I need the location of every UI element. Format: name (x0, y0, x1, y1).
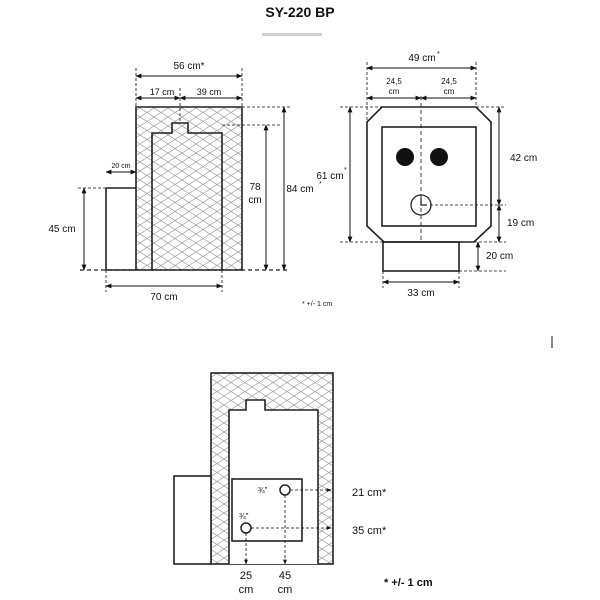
dim-42-label: 42 cm (510, 153, 537, 164)
firebox-outline (151, 122, 223, 270)
dim-24-5-left-num: 24,5 (386, 77, 402, 86)
dim-39-label: 39 cm (197, 87, 222, 97)
dim-20-front-label: 20 cm (486, 251, 513, 262)
pipe-bottom-label: ¾" (239, 512, 249, 521)
dim-61-sup: * (344, 167, 347, 174)
product-title: SY-220 BP (265, 4, 335, 20)
front-view: 49 cm * 24,5 cm 24,5 cm 61 cm * 42 cm (316, 51, 537, 299)
dim-25-unit: cm (239, 584, 254, 596)
dim-61-label: 61 cm (316, 171, 343, 182)
dim-35-label: 35 cm* (352, 525, 387, 537)
dim-24-5-left-unit: cm (389, 87, 400, 96)
tolerance-note: * +/- 1 cm (302, 301, 332, 308)
tolerance-note-bottom: * +/- 1 cm (384, 577, 433, 589)
dim-20-label: 20 cm (111, 163, 130, 170)
control-knob-left (396, 148, 414, 166)
pipe-top-icon (279, 484, 291, 496)
title-underline (262, 33, 322, 36)
dim-78-label-num: 78 (249, 182, 261, 193)
dim-45-label: 45 cm (48, 224, 75, 235)
dim-25-num: 25 (240, 570, 252, 582)
dim-70-label: 70 cm (150, 292, 177, 303)
dim-78-label-unit: cm (248, 195, 261, 206)
dim-49-sup: * (437, 51, 440, 58)
stone-fill-hatch (136, 107, 242, 270)
dim-84-sup: * (319, 181, 322, 188)
front-body-outline (366, 106, 492, 243)
dim-45-unit: cm (278, 584, 293, 596)
step-outline (105, 188, 136, 271)
dim-84-label: 84 cm (286, 184, 313, 195)
pipe-top-label: ¾" (258, 486, 268, 495)
side-view: 56 cm* 17 cm 39 cm 20 cm 45 cm 78 cm 84 … (48, 61, 332, 308)
dim-21-label: 21 cm* (352, 487, 387, 499)
dim-56-label: 56 cm* (173, 61, 204, 72)
control-knob-right (430, 148, 448, 166)
dim-45-num: 45 (279, 570, 291, 582)
dim-19-label: 19 cm (507, 218, 534, 229)
dim-17-label: 17 cm (150, 87, 175, 97)
conn-side-box (173, 475, 212, 565)
connection-view: ¾" ¾" 21 cm* 35 cm* 25 cm 45 cm * +/- 1 … (173, 372, 433, 596)
pipe-bottom-icon (240, 522, 252, 534)
front-door-panel (381, 126, 477, 227)
dim-24-5-right-unit: cm (444, 87, 455, 96)
dim-33-label: 33 cm (407, 288, 434, 299)
front-base (382, 241, 460, 272)
dim-49-label: 49 cm (408, 53, 435, 64)
dim-24-5-right-num: 24,5 (441, 77, 457, 86)
